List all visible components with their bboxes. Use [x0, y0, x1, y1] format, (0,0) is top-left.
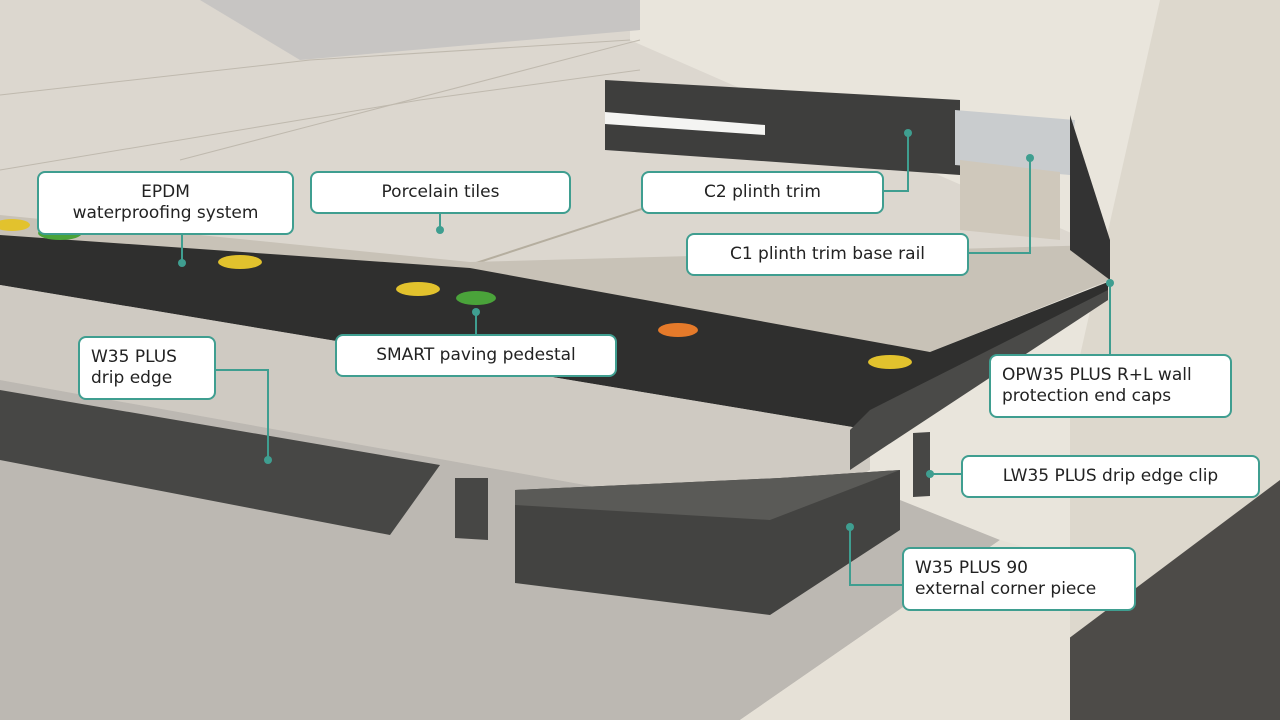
- c1-base-rail: [955, 110, 1075, 175]
- label-text: C2 plinth trim: [704, 182, 821, 202]
- label-text: protection end caps: [1002, 386, 1172, 406]
- opw35-profile: [850, 290, 1108, 470]
- label-smart-pedestal: SMART paving pedestal: [335, 334, 617, 377]
- c2-plinth-trim: [605, 80, 960, 175]
- label-w35-corner: W35 PLUS 90 external corner piece: [902, 547, 1136, 611]
- label-text: W35 PLUS: [91, 347, 177, 367]
- lw35-clip-left: [455, 478, 488, 540]
- label-c1-base-rail: C1 plinth trim base rail: [686, 233, 969, 276]
- leader-lines: [181, 133, 1111, 586]
- label-w35-drip-edge: W35 PLUS drip edge: [78, 336, 216, 400]
- label-text: W35 PLUS 90: [915, 558, 1028, 578]
- distant-shadow: [200, 0, 640, 60]
- label-text: waterproofing system: [72, 203, 259, 223]
- label-opw35-end-caps: OPW35 PLUS R+L wall protection end caps: [989, 354, 1232, 418]
- label-text: C1 plinth trim base rail: [729, 244, 926, 264]
- label-porcelain-tiles: Porcelain tiles: [310, 171, 571, 214]
- leader-dots: [178, 129, 1114, 531]
- lw35-clip: [913, 432, 930, 497]
- label-text: LW35 PLUS drip edge clip: [1002, 466, 1219, 486]
- label-text: SMART paving pedestal: [376, 345, 576, 365]
- label-text: EPDM: [141, 182, 190, 202]
- label-text: OPW35 PLUS R+L wall: [1002, 365, 1192, 385]
- label-text: Porcelain tiles: [381, 182, 500, 202]
- w35-drip-edge: [0, 390, 440, 535]
- label-lw35-clip: LW35 PLUS drip edge clip: [961, 455, 1260, 498]
- tile-edge: [0, 215, 1110, 352]
- concrete-slab: [0, 285, 870, 520]
- epdm-membrane: [0, 235, 1108, 430]
- label-text: external corner piece: [915, 579, 1097, 599]
- label-c2-plinth-trim: C2 plinth trim: [641, 171, 884, 214]
- label-text: drip edge: [91, 368, 173, 388]
- label-epdm: EPDM waterproofing system: [37, 171, 294, 235]
